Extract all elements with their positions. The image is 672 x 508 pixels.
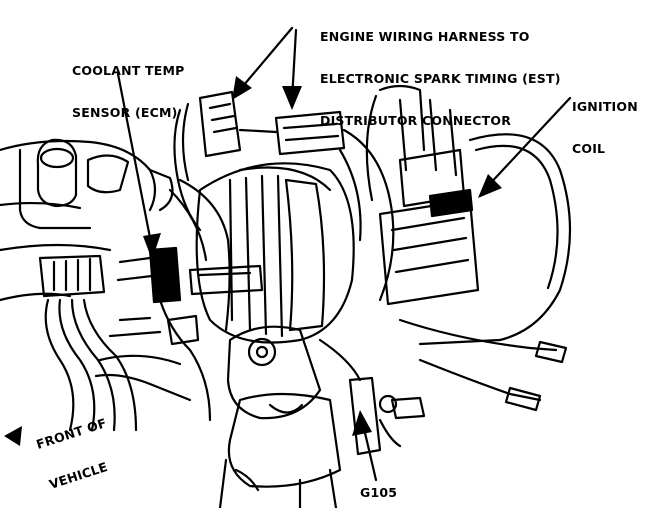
ignition-label-line-2: COIL bbox=[572, 141, 606, 156]
est-label-line-3: DISTRIBUTOR CONNECTOR bbox=[320, 113, 512, 128]
est-connectors bbox=[173, 90, 395, 302]
front-label-line-2: VEHICLE bbox=[47, 458, 110, 492]
front-label-line-1: FRONT OF bbox=[34, 415, 109, 452]
harness-wires bbox=[94, 178, 362, 402]
est-arrow-head-right bbox=[282, 86, 302, 110]
arrowheads bbox=[4, 76, 502, 446]
coolant-label-line-1: COOLANT TEMP bbox=[72, 63, 185, 78]
est-connector-label: ENGINE WIRING HARNESS TO ELECTRONIC SPAR… bbox=[320, 2, 561, 142]
ground-label: G105 bbox=[360, 485, 398, 500]
coolant-label-line-2: SENSOR (ECM) bbox=[72, 105, 178, 120]
est-label-line-2: ELECTRONIC SPARK TIMING (EST) bbox=[320, 71, 561, 86]
est-arrow-head-left bbox=[232, 76, 252, 100]
engine-block-left bbox=[0, 138, 174, 302]
front-arrow-icon bbox=[4, 426, 22, 446]
ignition-label-line-1: IGNITION bbox=[572, 99, 638, 114]
est-label-line-1: ENGINE WIRING HARNESS TO bbox=[320, 29, 530, 44]
coolant-sensor-label: COOLANT TEMP SENSOR (ECM) bbox=[72, 36, 184, 134]
ground-arrow-head bbox=[352, 410, 372, 436]
distributor bbox=[188, 162, 355, 508]
coolant-sensor-connector bbox=[38, 246, 212, 432]
coolant-arrow-head bbox=[143, 233, 161, 260]
ignition-coil-label: IGNITION COIL bbox=[572, 72, 638, 170]
ignition-arrow-head bbox=[478, 174, 502, 198]
ignition-coil bbox=[365, 84, 572, 412]
